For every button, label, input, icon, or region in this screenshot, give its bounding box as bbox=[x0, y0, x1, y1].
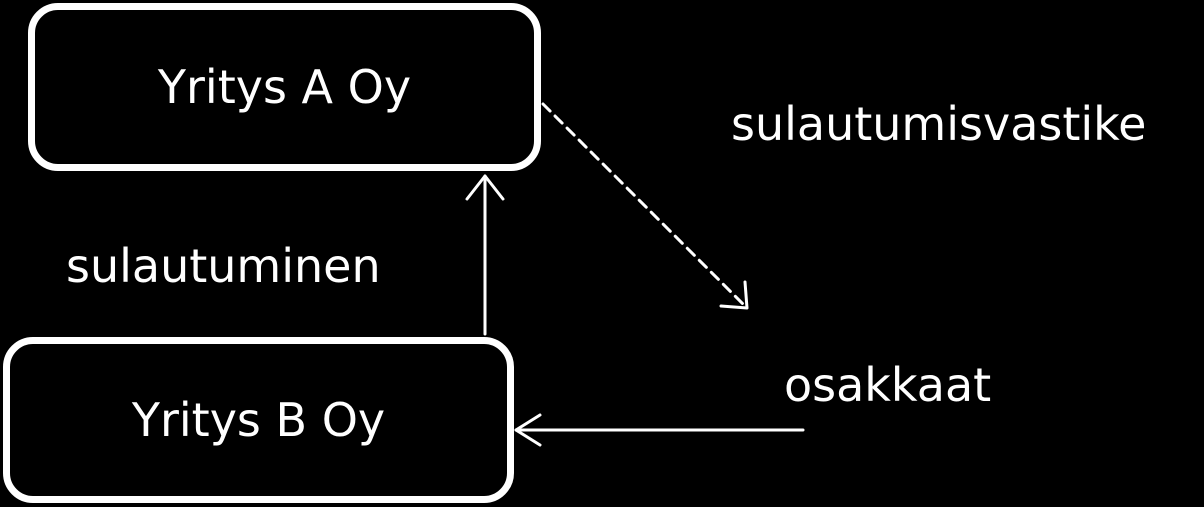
merger-arrow bbox=[465, 174, 505, 336]
consideration-arrow bbox=[541, 102, 749, 310]
consideration-label: sulautumisvastike bbox=[731, 97, 1147, 151]
company-a-node: Yritys A Oy bbox=[28, 3, 541, 171]
shareholders-node: osakkaat bbox=[784, 358, 992, 412]
merger-label: sulautuminen bbox=[66, 239, 381, 293]
company-b-label: Yritys B Oy bbox=[131, 393, 386, 447]
company-b-node: Yritys B Oy bbox=[3, 337, 514, 503]
shareholder-arrow bbox=[514, 413, 805, 447]
company-a-label: Yritys A Oy bbox=[157, 60, 412, 114]
